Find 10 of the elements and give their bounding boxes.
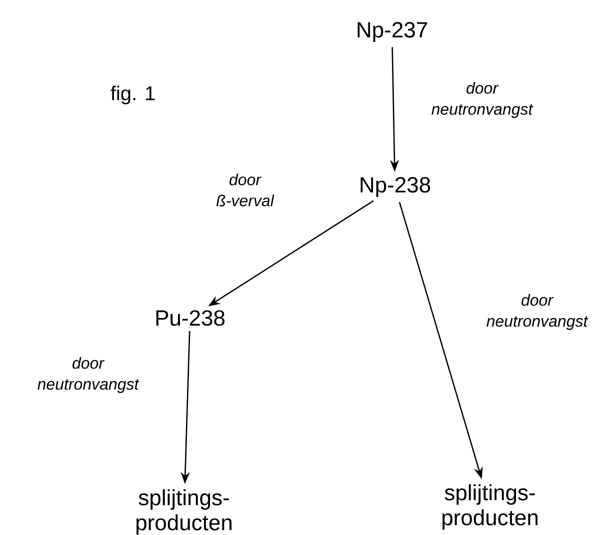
nuclide-label: Np-238 bbox=[360, 177, 430, 197]
nuclide-label: Np-237 bbox=[358, 22, 427, 42]
nuclide-label: splijtings- producten bbox=[442, 484, 538, 530]
edge-label: door neutronvangst bbox=[432, 82, 534, 118]
nuclide-label: Pu-238 bbox=[156, 310, 224, 326]
edge-label: door ß-verval bbox=[216, 174, 274, 206]
edge-label: door neutronvangst bbox=[38, 357, 140, 393]
figure-label: fig. 1 bbox=[110, 86, 155, 104]
edge-label: door neutronvangst bbox=[486, 294, 588, 330]
nuclide-label: splijtings- producten bbox=[136, 489, 232, 535]
